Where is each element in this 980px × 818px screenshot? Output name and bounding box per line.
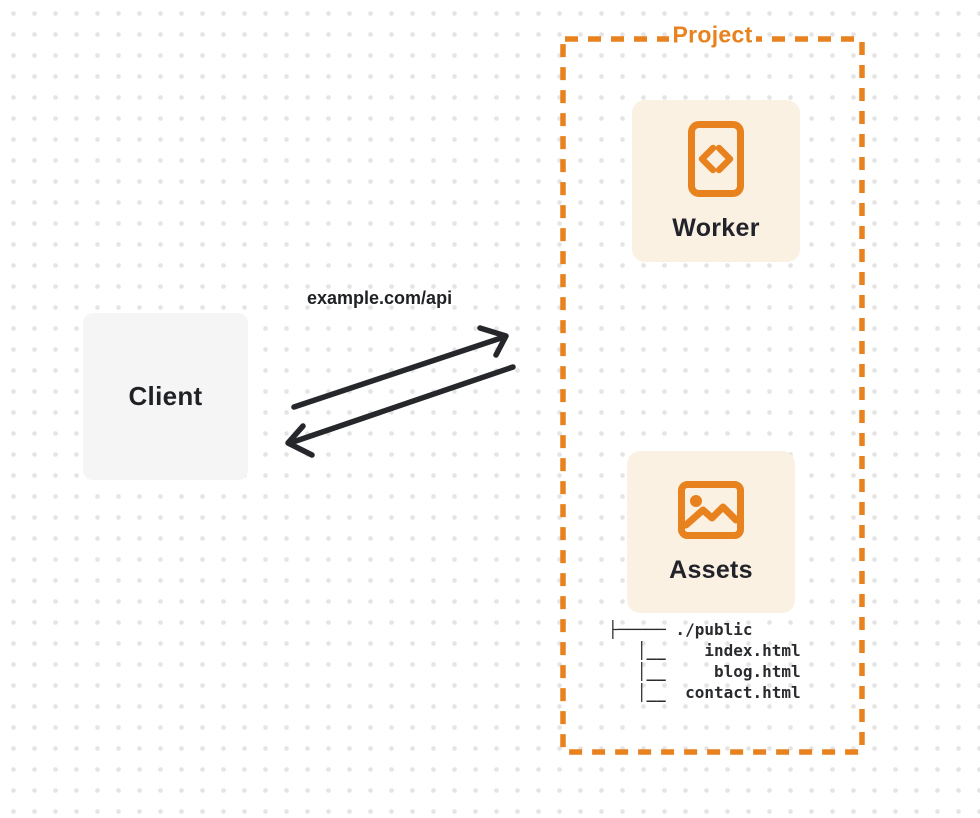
project-boundary: Project Worker Assets: [560, 21, 865, 755]
assets-label: Assets: [669, 555, 753, 584]
tree-line-public: ├───── ./public: [608, 620, 753, 639]
tree-line-blog: │__ blog.html: [608, 662, 801, 681]
assets-card: Assets: [627, 451, 795, 613]
request-url-label: example.com/api: [307, 288, 453, 308]
tree-line-index: │__ index.html: [608, 641, 801, 660]
worker-label: Worker: [672, 213, 760, 242]
image-icon: [678, 480, 744, 539]
code-document-icon: [688, 120, 744, 197]
image-icon-dot: [690, 494, 702, 507]
request-arrow: [291, 325, 509, 410]
project-label-wrap: Project: [560, 21, 865, 63]
worker-card: Worker: [632, 100, 800, 262]
file-tree: ├───── ./public │__ index.html │__ blog.…: [608, 619, 801, 703]
client-box: Client: [83, 313, 248, 480]
project-label: Project: [669, 21, 756, 49]
tree-line-contact: │__ contact.html: [608, 683, 801, 702]
response-arrow: [285, 364, 516, 458]
client-label: Client: [128, 381, 203, 411]
